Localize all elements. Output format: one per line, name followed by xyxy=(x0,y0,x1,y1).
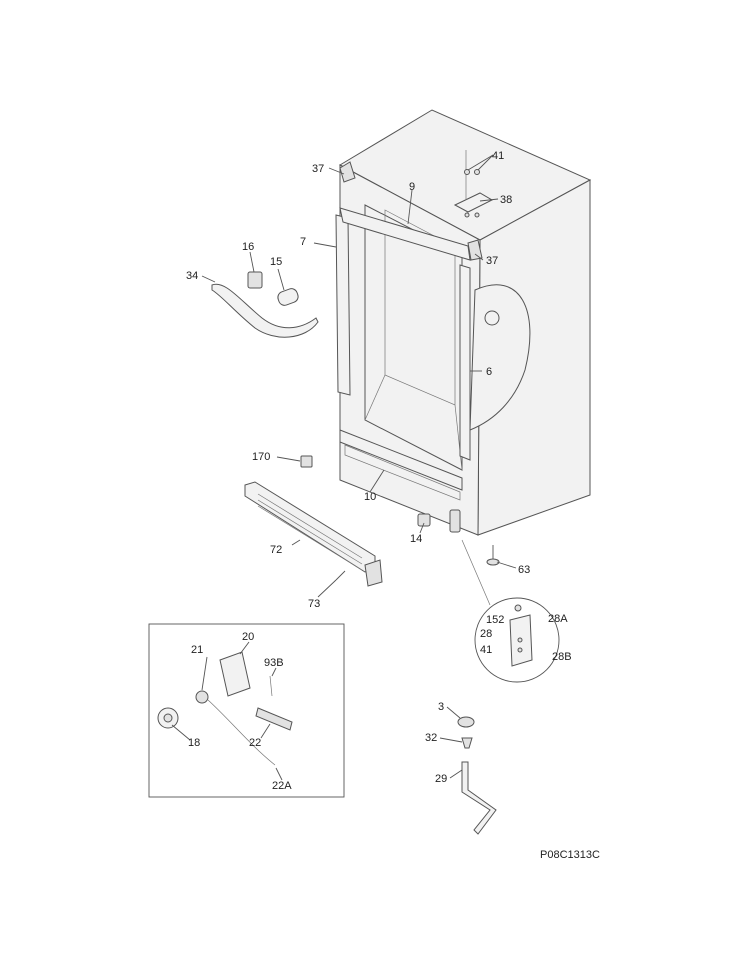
label-41a: 41 xyxy=(492,150,504,162)
label-29: 29 xyxy=(435,773,447,785)
drain-parts xyxy=(457,716,497,835)
label-21: 21 xyxy=(191,644,203,656)
label-41b: 41 xyxy=(480,644,492,656)
label-3: 3 xyxy=(438,701,444,713)
leveling-leg xyxy=(486,545,500,566)
label-72: 72 xyxy=(270,544,282,556)
label-18: 18 xyxy=(188,737,200,749)
label-38: 38 xyxy=(500,194,512,206)
part-170 xyxy=(300,455,313,468)
label-152: 152 xyxy=(486,614,504,626)
inset-box xyxy=(148,623,345,798)
label-16: 16 xyxy=(242,241,254,253)
cabinet xyxy=(335,109,592,536)
label-93B: 93B xyxy=(264,657,284,669)
label-22: 22 xyxy=(249,737,261,749)
label-63: 63 xyxy=(518,564,530,576)
label-32: 32 xyxy=(425,732,437,744)
label-22A: 22A xyxy=(272,780,292,792)
label-7: 7 xyxy=(300,236,306,248)
label-34: 34 xyxy=(186,270,198,282)
grille xyxy=(244,481,383,587)
part-14 xyxy=(417,513,431,527)
label-9: 9 xyxy=(409,181,415,193)
diagram-code: P08C1313C xyxy=(540,849,600,861)
label-15: 15 xyxy=(270,256,282,268)
label-170: 170 xyxy=(252,451,270,463)
hinge-detail xyxy=(461,539,560,683)
label-20: 20 xyxy=(242,631,254,643)
label-6: 6 xyxy=(486,366,492,378)
label-14: 14 xyxy=(410,533,422,545)
handle xyxy=(211,271,319,338)
label-28A: 28A xyxy=(548,613,568,625)
callout-labels: 37 41 9 38 7 37 16 15 34 6 170 10 14 72 … xyxy=(186,150,572,792)
label-37b: 37 xyxy=(486,255,498,267)
label-37a: 37 xyxy=(312,163,324,175)
leader-lines xyxy=(171,154,517,781)
label-73: 73 xyxy=(308,598,320,610)
label-10: 10 xyxy=(364,491,376,503)
label-28B: 28B xyxy=(552,651,572,663)
label-28: 28 xyxy=(480,628,492,640)
